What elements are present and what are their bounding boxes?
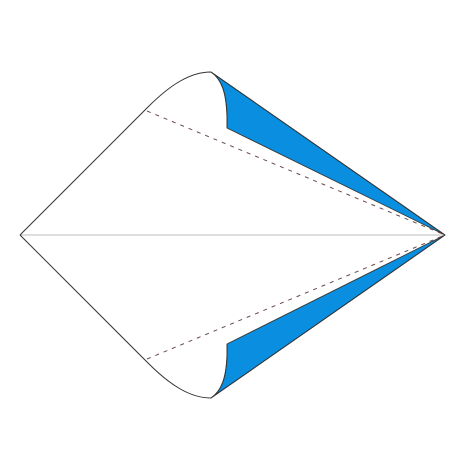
kite-outline (19, 71, 446, 399)
